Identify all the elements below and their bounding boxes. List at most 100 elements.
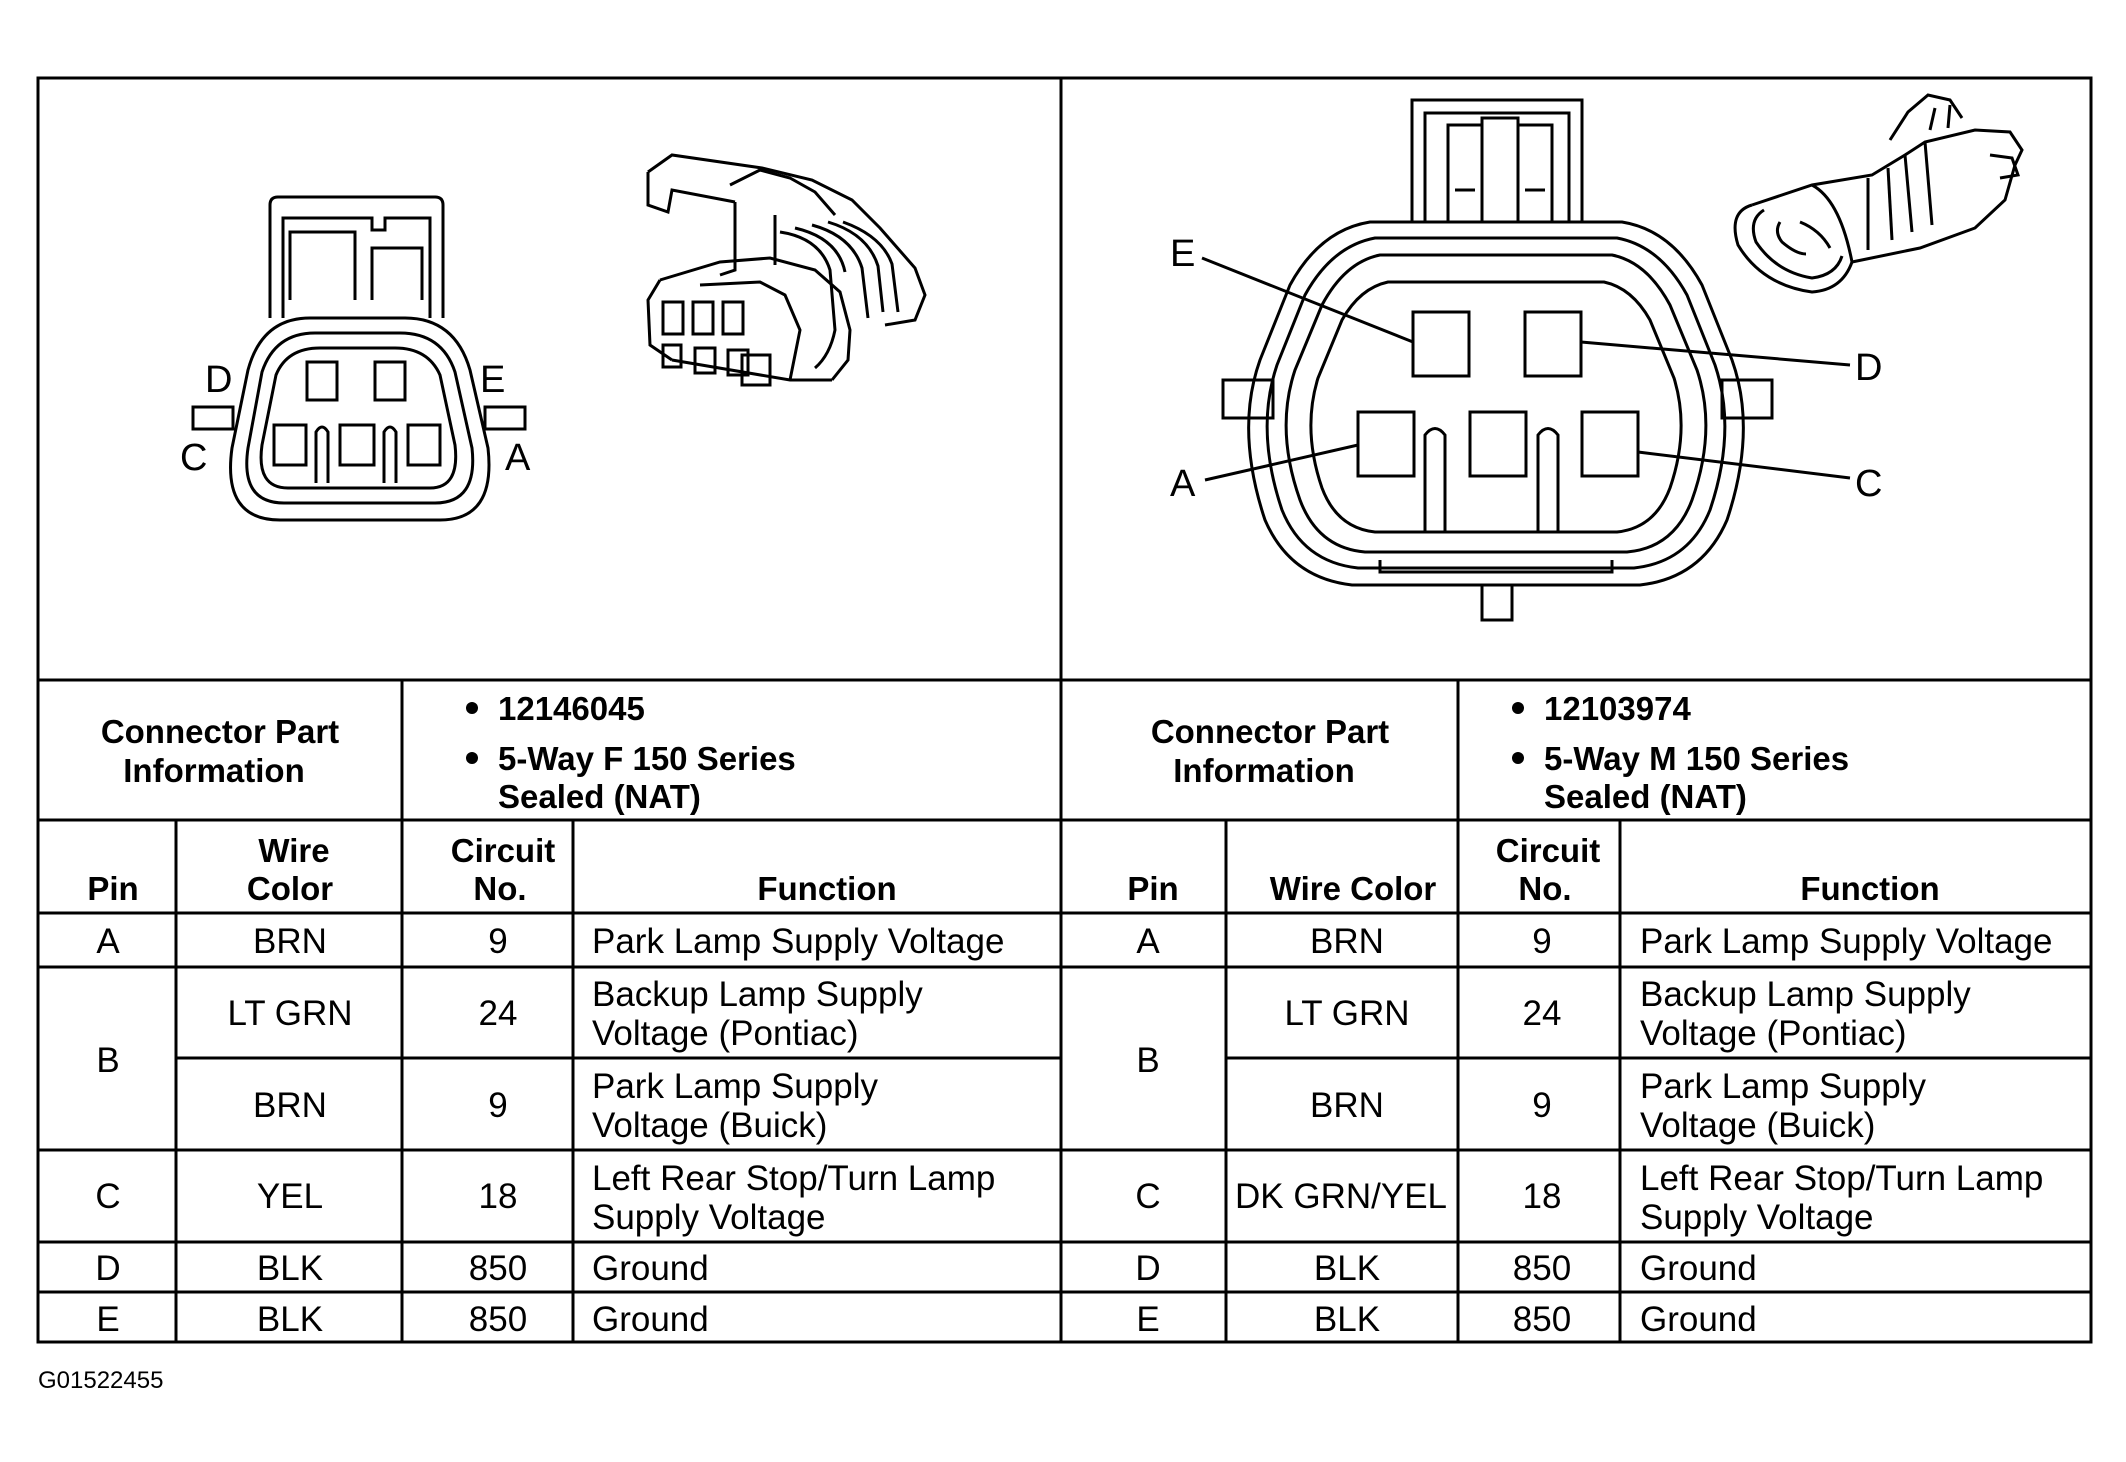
header-wire: Wire [258, 832, 329, 869]
pin-label-e: E [1170, 233, 1195, 275]
pin-label-d: D [205, 359, 232, 401]
table-row: C DK GRN/YEL 18 Left Rear Stop/Turn Lamp… [1135, 1159, 2043, 1237]
header-pin: Pin [1127, 870, 1178, 907]
header-function: Function [1800, 870, 1939, 907]
right-part-info: Connector Part Information 12103974 5-Wa… [1151, 690, 1849, 815]
header-circuit: Circuit [451, 832, 556, 869]
cell-wire: BRN [1310, 1086, 1384, 1125]
cell-wire: LT GRN [227, 994, 352, 1033]
cell-circuit: 9 [1532, 922, 1551, 961]
cell-pin: D [95, 1249, 120, 1288]
cell-pin: A [1136, 922, 1160, 961]
header-circuit: Circuit [1496, 832, 1601, 869]
table-row: E BLK 850 Ground [96, 1300, 708, 1339]
left-connector-3d-view [646, 153, 927, 387]
cell-circuit: 18 [1523, 1177, 1562, 1216]
part-info-label: Connector Part [1151, 713, 1389, 750]
table-row: D BLK 850 Ground [95, 1249, 708, 1288]
cell-wire: BLK [257, 1300, 323, 1339]
pin-label-d: D [1855, 347, 1882, 389]
cell-function-2: Voltage (Pontiac) [592, 1014, 859, 1053]
right-connector-3d-view [1733, 93, 2024, 294]
cell-circuit: 9 [1532, 1086, 1551, 1125]
cell-pin: D [1135, 1249, 1160, 1288]
cell-circuit: 850 [1513, 1249, 1571, 1288]
table-row: B LT GRN 24 Backup Lamp Supply Voltage (… [1136, 975, 1971, 1080]
cell-circuit: 850 [1513, 1300, 1571, 1339]
cell-wire: BRN [253, 922, 327, 961]
figure-id: G01522455 [38, 1367, 163, 1394]
table-row: B LT GRN 24 Backup Lamp Supply Voltage (… [96, 975, 923, 1080]
bullet-1 [466, 702, 478, 714]
cell-pin: C [1135, 1177, 1160, 1216]
cell-function: Ground [1640, 1249, 1757, 1288]
cell-function: Park Lamp Supply [592, 1067, 878, 1106]
part-number: 12103974 [1544, 690, 1691, 727]
table-row: A BRN 9 Park Lamp Supply Voltage [96, 922, 1004, 961]
bullet-1 [1512, 702, 1524, 714]
cell-function: Backup Lamp Supply [592, 975, 923, 1014]
cell-wire: LT GRN [1284, 994, 1409, 1033]
left-pin-labels: D E C A [180, 359, 531, 479]
table-row: A BRN 9 Park Lamp Supply Voltage [1136, 922, 2052, 961]
cell-circuit: 18 [479, 1177, 518, 1216]
right-table-body: A BRN 9 Park Lamp Supply Voltage B LT GR… [1135, 922, 2052, 1339]
cell-function: Ground [592, 1300, 709, 1339]
header-circuit-2: No. [473, 870, 526, 907]
cell-circuit: 850 [469, 1249, 527, 1288]
cell-pin: C [95, 1177, 120, 1216]
left-table-header: Pin Wire Color Circuit No. Function [87, 832, 896, 907]
cell-function: Ground [1640, 1300, 1757, 1339]
pin-label-a: A [505, 437, 531, 479]
table-row: E BLK 850 Ground [1136, 1300, 1756, 1339]
cell-wire: BLK [257, 1249, 323, 1288]
header-wire-2: Color [247, 870, 333, 907]
pin-label-e: E [480, 359, 505, 401]
cell-wire: DK GRN/YEL [1235, 1177, 1447, 1216]
cell-function: Backup Lamp Supply [1640, 975, 1971, 1014]
table-row: BRN 9 Park Lamp Supply Voltage (Buick) [253, 1067, 878, 1145]
pin-label-c: C [1855, 463, 1882, 505]
part-info-label-2: Information [123, 752, 304, 789]
right-leader-lines [1201, 256, 1851, 482]
cell-wire: BLK [1314, 1300, 1380, 1339]
right-connector-face [1221, 98, 1774, 622]
header-function: Function [757, 870, 896, 907]
header-pin: Pin [87, 870, 138, 907]
cell-wire: YEL [257, 1177, 323, 1216]
part-desc: 5-Way F 150 Series [498, 740, 796, 777]
cell-function-2: Voltage (Buick) [592, 1106, 827, 1145]
cell-function-2: Voltage (Buick) [1640, 1106, 1875, 1145]
table-row: D BLK 850 Ground [1135, 1249, 1756, 1288]
table-row: BRN 9 Park Lamp Supply Voltage (Buick) [1310, 1067, 1926, 1145]
cell-pin: B [96, 1041, 119, 1080]
cell-function-2: Supply Voltage [1640, 1198, 1874, 1237]
cell-circuit: 24 [1523, 994, 1562, 1033]
cell-function-2: Voltage (Pontiac) [1640, 1014, 1907, 1053]
cell-wire: BRN [1310, 922, 1384, 961]
pin-label-a: A [1170, 463, 1196, 505]
cell-function: Left Rear Stop/Turn Lamp [1640, 1159, 2043, 1198]
table-grid [36, 76, 2093, 1344]
cell-wire: BLK [1314, 1249, 1380, 1288]
cell-circuit: 9 [488, 1086, 507, 1125]
part-info-label-2: Information [1173, 752, 1354, 789]
table-row: C YEL 18 Left Rear Stop/Turn Lamp Supply… [95, 1159, 995, 1237]
cell-function: Park Lamp Supply Voltage [592, 922, 1004, 961]
part-number: 12146045 [498, 690, 645, 727]
cell-pin: E [96, 1300, 119, 1339]
left-connector-face [191, 195, 527, 522]
part-desc-2: Sealed (NAT) [498, 778, 701, 815]
right-table-header: Pin Wire Color Circuit No. Function [1127, 832, 1939, 907]
cell-function: Park Lamp Supply [1640, 1067, 1926, 1106]
bullet-2 [1512, 752, 1524, 764]
pin-label-c: C [180, 437, 207, 479]
cell-circuit: 9 [488, 922, 507, 961]
part-desc-2: Sealed (NAT) [1544, 778, 1747, 815]
header-circuit-2: No. [1518, 870, 1571, 907]
cell-function: Ground [592, 1249, 709, 1288]
header-wire: Wire Color [1270, 870, 1437, 907]
cell-circuit: 24 [479, 994, 518, 1033]
part-desc: 5-Way M 150 Series [1544, 740, 1849, 777]
